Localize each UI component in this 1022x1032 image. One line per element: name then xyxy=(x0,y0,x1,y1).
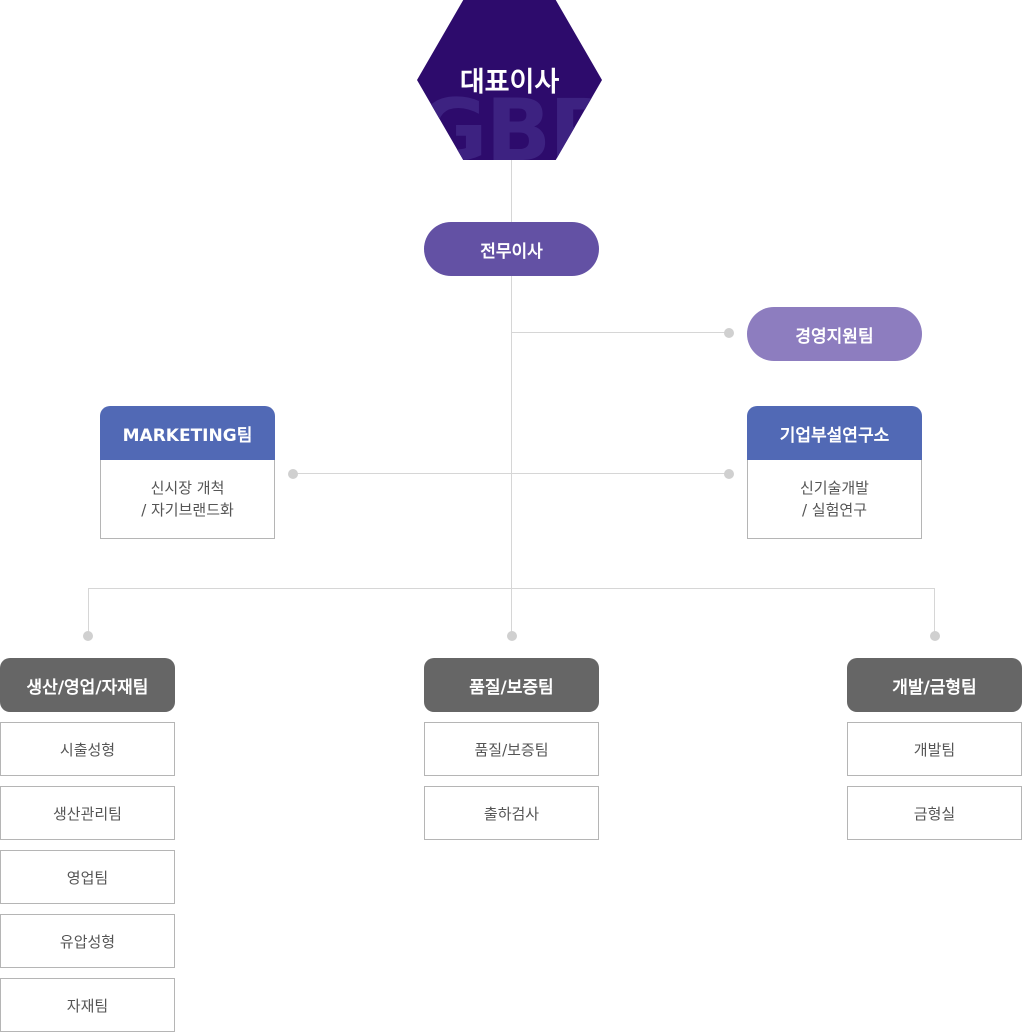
team-development-mold: 개발/금형팀 xyxy=(847,658,1022,712)
connector-dot-team-center xyxy=(507,631,517,641)
team-quality-assurance: 품질/보증팀 xyxy=(424,658,599,712)
marketing-card-body: 신시장 개척 / 자기브랜드화 xyxy=(100,460,275,539)
connector-dot-research xyxy=(724,469,734,479)
connector-support xyxy=(511,332,729,333)
team-item: 출하검사 xyxy=(424,786,599,840)
connector-bottom-horizontal xyxy=(88,588,935,589)
ceo-node: GBP 대표이사 xyxy=(417,0,602,160)
connector-dot-team-left xyxy=(83,631,93,641)
team-item: 생산관리팀 xyxy=(0,786,175,840)
team-item: 자재팀 xyxy=(0,978,175,1032)
connector-dot-support xyxy=(724,328,734,338)
marketing-card-title: MARKETING팀 xyxy=(100,406,275,460)
team-production-sales-materials: 생산/영업/자재팀 xyxy=(0,658,175,712)
connector-dot-marketing xyxy=(288,469,298,479)
team-item: 금형실 xyxy=(847,786,1022,840)
research-card: 기업부설연구소 신기술개발 / 실험연구 xyxy=(747,406,922,539)
marketing-line-2: / 자기브랜드화 xyxy=(141,501,234,519)
research-card-body: 신기술개발 / 실험연구 xyxy=(747,460,922,539)
marketing-card: MARKETING팀 신시장 개척 / 자기브랜드화 xyxy=(100,406,275,539)
connector-right-drop xyxy=(934,588,935,632)
team-item: 시출성형 xyxy=(0,722,175,776)
research-line-2: / 실험연구 xyxy=(801,501,868,519)
connector-dot-team-right xyxy=(930,631,940,641)
team-item: 영업팀 xyxy=(0,850,175,904)
exec-node: 전무이사 xyxy=(424,222,599,276)
research-line-1: 신기술개발 xyxy=(799,479,869,497)
marketing-line-1: 신시장 개척 xyxy=(150,479,225,497)
support-node: 경영지원팀 xyxy=(747,307,922,361)
connector-mid-horizontal xyxy=(293,473,729,474)
team-item: 유압성형 xyxy=(0,914,175,968)
ceo-label: 대표이사 xyxy=(459,67,560,98)
team-item: 품질/보증팀 xyxy=(424,722,599,776)
connector-main-vertical xyxy=(511,160,512,632)
team-item: 개발팀 xyxy=(847,722,1022,776)
connector-left-drop xyxy=(88,588,89,632)
research-card-title: 기업부설연구소 xyxy=(747,406,922,460)
